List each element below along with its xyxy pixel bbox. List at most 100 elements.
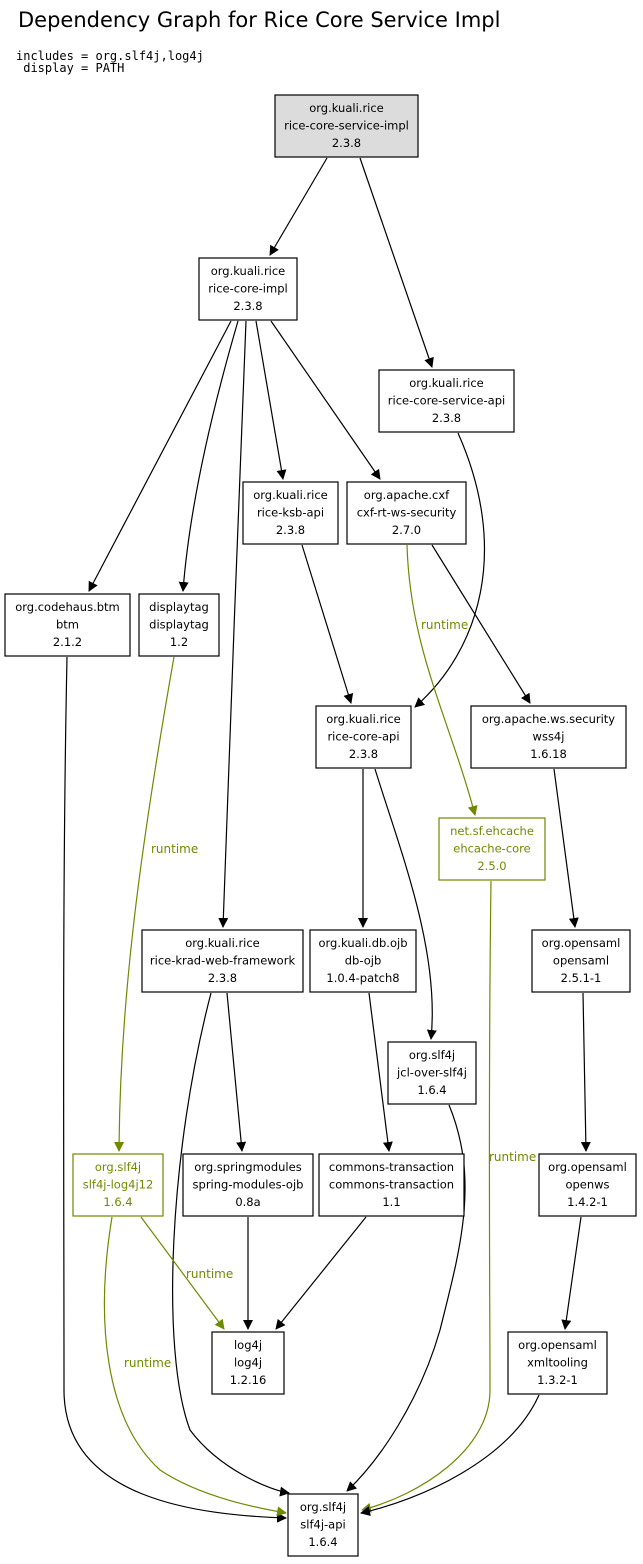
node-artifact-label: db-ojb [345,954,382,968]
edge-line [178,320,239,592]
node-artifact-label: jcl-over-slf4j [396,1066,467,1080]
edge-label-runtime: runtime [421,618,468,632]
node-version-label: 0.8a [235,1195,260,1209]
node-box [470,705,627,769]
node-box [242,481,339,545]
node-version-label: 1.6.4 [103,1195,132,1209]
edge-label-runtime: runtime [124,1356,171,1370]
edge-line [255,320,287,480]
edge-rice-ksb-api-to-rice-core-api [301,544,354,704]
node-version-label: 2.3.8 [276,523,305,537]
edge-rice-core-service-api-to-rice-core-api [414,432,486,708]
node-version-label: 1.6.4 [308,1535,337,1549]
node-group-label: org.kuali.rice [253,488,328,502]
node-box [198,257,298,321]
node-artifact-label: log4j [234,1356,262,1370]
node-rice-krad-web-framework: org.kuali.ricerice-krad-web-framework2.3… [141,929,304,993]
node-box [211,1331,285,1395]
edge-line [580,992,591,1152]
edge-opensaml-to-openws [580,992,591,1152]
node-group-label: org.kuali.rice [185,936,260,950]
node-artifact-label: ehcache-core [453,842,530,856]
node-group-label: org.opensaml [542,936,621,950]
node-slf4j-api: org.slf4j slf4j-api 1.6.4 [287,1493,359,1557]
edge-line [140,1216,225,1330]
edge-line [218,320,247,928]
edge-line [414,432,486,708]
node-box [315,705,412,769]
edge-rice-core-api-to-jcl-over-slf4j [374,768,437,1040]
edge-line [431,544,531,704]
edge-rice-core-impl-to-displaytag [178,320,239,592]
node-artifact-label: slf4j-api [300,1518,345,1532]
node-version-label: 2.3.8 [349,747,378,761]
edge-rice-core-impl-to-rice-ksb-api [255,320,287,480]
edge-rice-krad-web-framework-to-spring-modules-ojb [226,992,247,1152]
edge-line [63,656,287,1523]
edge-line [374,768,437,1040]
node-artifact-label: slf4j-log4j12 [83,1178,154,1192]
edge-rice-core-service-impl-to-rice-core-impl [269,157,328,256]
edge-line [226,992,247,1152]
node-artifact-label: spring-modules-ojb [193,1178,304,1192]
node-version-label: 2.3.8 [332,136,361,150]
node-box [138,593,220,657]
edge-label-runtime: runtime [151,842,198,856]
node-artifact-label: displaytag [149,618,209,632]
edge-displaytag-to-slf4j-log4j12: runtime [114,656,198,1152]
edge-slf4j-log4j12-to-log4j: runtime [140,1216,233,1330]
node-group-label: org.apache.cxf [364,488,450,502]
node-group-label: log4j [234,1338,262,1352]
node-version-label: 1.2 [170,635,188,649]
edge-rice-core-impl-to-btm [88,320,232,592]
edge-line [88,320,232,592]
node-opensaml: org.opensaml opensaml 2.5.1-1 [531,929,631,993]
node-artifact-label: commons-transaction [329,1178,454,1192]
edge-line [103,1216,287,1517]
node-box [318,1153,465,1217]
edge-line [561,1216,582,1330]
node-box [507,1331,608,1395]
edge-db-ojb-to-commons-transaction [368,992,393,1152]
node-version-label: 2.1.2 [53,635,82,649]
node-version-label: 2.3.8 [208,971,237,985]
node-version-label: 1.6.4 [417,1083,446,1097]
node-box [141,929,304,993]
edge-line [553,768,579,928]
node-artifact-label: rice-core-api [327,730,399,744]
edge-cxf-rt-ws-security-to-wss4j [431,544,531,704]
node-group-label: org.slf4j [95,1160,141,1174]
node-version-label: 2.3.8 [432,411,461,425]
node-group-label: org.apache.ws.security [482,712,615,726]
node-group-label: commons-transaction [329,1160,454,1174]
node-artifact-label: xmltooling [527,1356,588,1370]
node-artifact-label: opensaml [553,954,609,968]
edge-line [406,544,478,816]
node-version-label: 2.3.8 [233,299,262,313]
node-group-label: org.slf4j [300,1500,346,1514]
node-version-label: 2.7.0 [392,523,421,537]
node-group-label: displaytag [149,600,209,614]
edge-cxf-rt-ws-security-to-ehcache-core: runtime [406,544,478,816]
node-artifact-label: rice-core-service-impl [284,119,409,133]
edge-line [270,320,381,480]
node-version-label: 1.1 [382,1195,400,1209]
edge-label-runtime: runtime [186,1267,233,1281]
node-version-label: 2.5.1-1 [561,971,602,985]
display-line: display = PATH [16,61,125,75]
node-box [72,1153,164,1217]
node-box [538,1153,637,1217]
edge-rice-krad-web-framework-to-slf4j-api [172,992,290,1497]
edge-line [114,656,175,1152]
node-group-label: org.kuali.rice [211,264,286,278]
